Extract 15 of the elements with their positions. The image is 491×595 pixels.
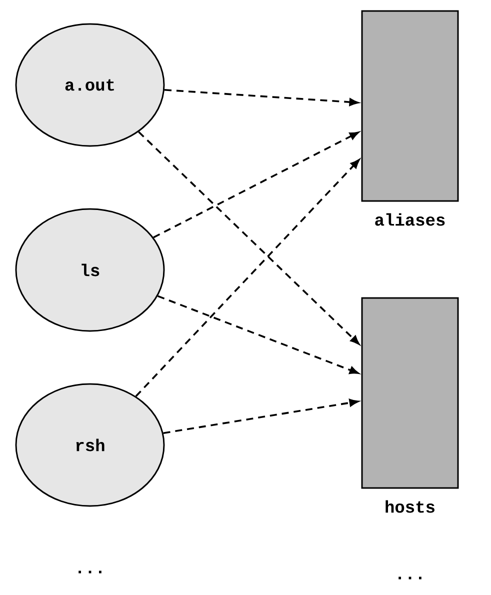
arrow <box>157 295 359 374</box>
ellipsis: ... <box>78 570 102 574</box>
arrow <box>164 89 358 106</box>
file-box: hosts <box>361 297 459 513</box>
file-box: aliases <box>361 10 459 226</box>
ellipse-node: a.out <box>15 23 165 147</box>
ellipse-node: rsh <box>15 383 165 507</box>
ellipse-node: ls <box>15 208 165 332</box>
ellipsis: ... <box>398 576 422 580</box>
arrow <box>135 159 360 397</box>
arrow <box>163 398 358 434</box>
node-label: aliases <box>375 213 445 226</box>
node-label: hosts <box>386 500 434 513</box>
arrow <box>138 131 360 345</box>
arrow <box>153 132 359 238</box>
